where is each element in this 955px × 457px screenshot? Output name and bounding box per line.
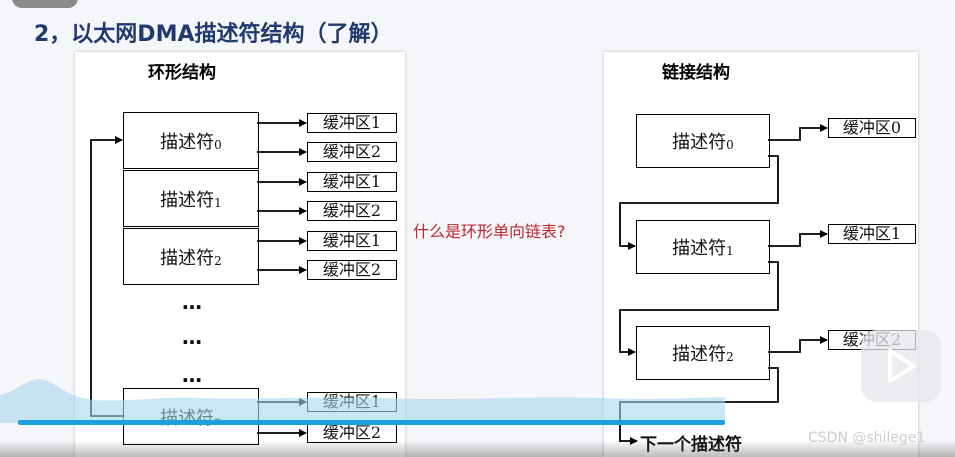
chain-buffer: 缓冲区0 bbox=[828, 118, 916, 138]
ring-buffer: 缓冲区1 bbox=[307, 231, 397, 251]
descriptor-label: 描述符 bbox=[672, 238, 727, 259]
ring-list-question: 什么是环形单向链表? bbox=[413, 222, 566, 241]
play-icon bbox=[888, 349, 916, 383]
ring-buffer: 缓冲区1 bbox=[307, 172, 397, 192]
descriptor-subscript: 0 bbox=[726, 138, 734, 152]
ring-ellipsis: … bbox=[182, 290, 203, 314]
descriptor-subscript: 2 bbox=[726, 350, 734, 364]
slide-title: 2，以太网DMA描述符结构（了解） bbox=[34, 22, 393, 47]
ring-buffer: 缓冲区2 bbox=[307, 260, 397, 280]
descriptor-subscript: 0 bbox=[214, 137, 222, 152]
top-pill bbox=[12, 0, 78, 8]
descriptor-label: 描述符 bbox=[160, 407, 215, 429]
ring-ellipsis: … bbox=[182, 325, 203, 349]
descriptor-label: 描述符 bbox=[672, 132, 727, 153]
ring-structure-title: 环形结构 bbox=[148, 63, 216, 83]
ring-buffer: 缓冲区2 bbox=[307, 201, 397, 221]
ring-ellipsis: … bbox=[182, 363, 203, 387]
ring-descriptor-n: 描述符n bbox=[123, 388, 259, 445]
progress-bar[interactable] bbox=[18, 420, 725, 425]
video-controls-shade bbox=[0, 440, 955, 457]
descriptor-label: 描述符 bbox=[160, 131, 215, 153]
descriptor-label: 描述符 bbox=[672, 344, 727, 365]
chain-structure-title: 链接结构 bbox=[662, 63, 730, 83]
descriptor-label: 描述符 bbox=[160, 247, 215, 269]
play-button[interactable] bbox=[861, 330, 941, 402]
descriptor-label: 描述符 bbox=[160, 189, 215, 211]
descriptor-subscript: 2 bbox=[214, 253, 222, 268]
chain-buffer: 缓冲区1 bbox=[828, 224, 916, 244]
watermark: CSDN @shilege1 bbox=[808, 430, 926, 446]
descriptor-subscript: 1 bbox=[214, 195, 222, 210]
ring-buffer: 缓冲区1 bbox=[307, 113, 397, 133]
descriptor-subscript: 1 bbox=[726, 244, 734, 258]
ring-buffer: 缓冲区1 bbox=[307, 392, 397, 412]
ring-buffer: 缓冲区2 bbox=[307, 142, 397, 162]
